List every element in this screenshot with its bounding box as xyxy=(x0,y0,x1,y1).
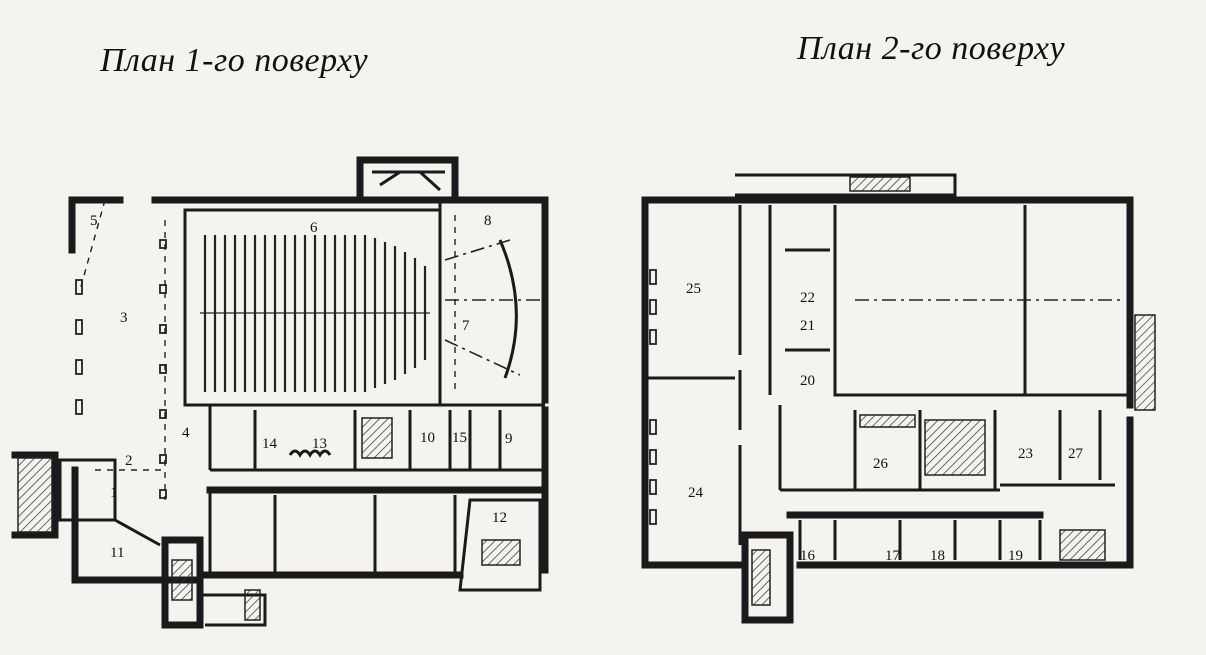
floor1-room-label: 12 xyxy=(492,510,507,526)
floor1-room-label: 14 xyxy=(262,436,278,452)
floor2-windows xyxy=(649,269,657,525)
floor1-room-label: 11 xyxy=(110,545,124,561)
floor2-plan: 16 17 18 19 20 21 22 23 24 25 26 27 xyxy=(641,173,1156,624)
floor2-room-label: 16 xyxy=(800,548,816,564)
floor2-title: План 2-го поверху xyxy=(797,30,1066,67)
floor1-plan: 1 2 3 4 5 6 7 8 9 10 11 12 13 14 15 xyxy=(11,156,549,629)
floor1-room-label: 9 xyxy=(505,431,513,447)
floor1-room-label: 3 xyxy=(120,310,128,326)
floor2-room-label: 23 xyxy=(1018,446,1033,462)
floor2-room-label: 20 xyxy=(800,373,815,389)
floor1-room-label: 1 xyxy=(110,485,118,501)
floor1-room-label: 2 xyxy=(125,453,133,469)
floor1-columns xyxy=(75,239,167,499)
floor2-room-label: 27 xyxy=(1068,446,1084,462)
floor1-room-label: 15 xyxy=(452,430,467,446)
floor2-room-label: 26 xyxy=(873,456,889,472)
floor1-room-label: 13 xyxy=(312,436,327,452)
floor1-title: План 1-го поверху xyxy=(100,42,369,79)
floor2-room-label: 19 xyxy=(1008,548,1023,564)
floor2-room-label: 21 xyxy=(800,318,815,334)
floor2-room-label: 25 xyxy=(686,281,701,297)
floor1-seating xyxy=(200,235,430,392)
floor2-room-label: 17 xyxy=(885,548,901,564)
floor2-room-label: 18 xyxy=(930,548,945,564)
floor1-room-label: 4 xyxy=(182,425,190,441)
floor1-room-label: 8 xyxy=(484,213,492,229)
floor1-room-label: 10 xyxy=(420,430,435,446)
floor1-room-label: 6 xyxy=(310,220,318,236)
floor1-room-label: 5 xyxy=(90,213,98,229)
floor1-room-label: 7 xyxy=(462,318,470,334)
floor2-room-label: 22 xyxy=(800,290,815,306)
floor2-room-label: 24 xyxy=(688,485,704,501)
